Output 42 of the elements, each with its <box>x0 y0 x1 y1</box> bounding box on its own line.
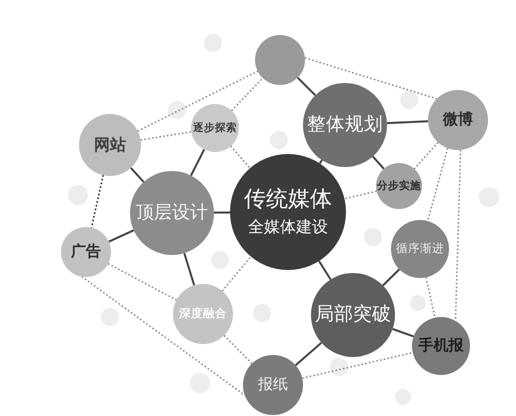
plain-circle <box>255 35 305 85</box>
connector-line <box>297 77 316 96</box>
topic-circle: 微博 <box>428 90 488 150</box>
dotted-connector <box>108 263 177 301</box>
dotted-connector <box>454 150 462 321</box>
dotted-connector <box>414 142 439 170</box>
dotted-connector <box>425 277 436 318</box>
dotted-connector <box>230 146 251 169</box>
dotted-connector <box>344 190 377 200</box>
topic-circle: 手机报 <box>412 317 470 375</box>
dotted-connector <box>426 148 448 222</box>
dotted-connector <box>231 78 264 112</box>
topic-circle: 顶层设计 <box>130 171 214 255</box>
connector-line <box>382 268 400 286</box>
connector-line <box>318 260 332 280</box>
dotted-connector <box>304 57 438 100</box>
dotted-connector <box>140 131 192 141</box>
dotted-connector <box>137 70 258 132</box>
dotted-connector <box>81 276 246 396</box>
dotted-connector <box>302 352 413 379</box>
connector-line <box>183 252 196 286</box>
topic-circle: 网站 <box>79 114 141 176</box>
dotted-connector <box>224 334 252 364</box>
topic-circle: 循序渐进 <box>391 220 449 278</box>
topic-circle: 广告 <box>61 227 111 277</box>
connector-line <box>392 328 414 338</box>
topic-circle: 逐步探索 <box>191 104 239 152</box>
connector-line <box>190 148 206 176</box>
dotted-connector <box>222 256 252 292</box>
dotted-connector <box>90 175 104 228</box>
hub-subtitle: 全媒体建设 <box>248 218 328 237</box>
topic-circle: 整体规划 <box>303 83 387 167</box>
topic-circle: 报纸 <box>243 355 303 415</box>
connector-line <box>372 156 385 170</box>
connector-line <box>294 342 322 366</box>
connector-line <box>214 212 230 214</box>
connector-line <box>386 120 428 124</box>
topic-circle: 分步实施 <box>376 163 422 209</box>
topic-circle: 局部突破 <box>311 273 395 357</box>
hub-title: 传统媒体 <box>244 187 332 212</box>
connector-line <box>130 167 144 183</box>
connector-line <box>108 229 134 243</box>
